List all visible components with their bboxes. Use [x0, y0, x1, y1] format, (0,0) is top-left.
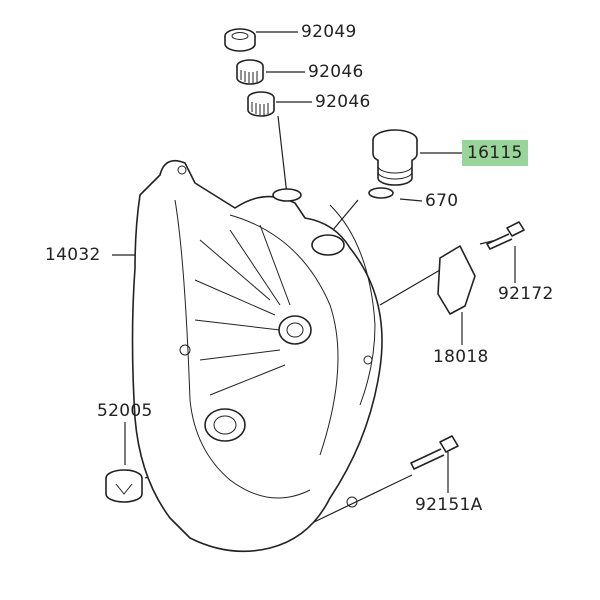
oil-filler-cap-part	[372, 129, 418, 186]
part-label-92049[interactable]: 92049	[301, 22, 357, 42]
bolt-part	[410, 435, 459, 470]
bearing-lower-part	[247, 91, 275, 117]
screw-part	[486, 221, 525, 250]
part-label-92172[interactable]: 92172	[498, 284, 554, 304]
part-label-92046-upper[interactable]: 92046	[308, 62, 364, 82]
bearing-upper-part	[236, 59, 264, 85]
plug-part	[105, 469, 143, 503]
o-ring-part	[368, 187, 394, 199]
clutch-cover-part	[131, 159, 383, 553]
part-label-14032[interactable]: 14032	[45, 245, 101, 265]
part-label-92046-lower[interactable]: 92046	[315, 92, 371, 112]
part-label-92151a[interactable]: 92151A	[415, 495, 483, 515]
part-label-670[interactable]: 670	[425, 191, 459, 211]
guide-plate-part	[437, 245, 476, 315]
seal-part	[224, 28, 256, 52]
part-label-16115-highlighted[interactable]: 16115	[462, 140, 528, 166]
part-label-52005[interactable]: 52005	[97, 401, 153, 421]
part-label-18018[interactable]: 18018	[433, 347, 489, 367]
